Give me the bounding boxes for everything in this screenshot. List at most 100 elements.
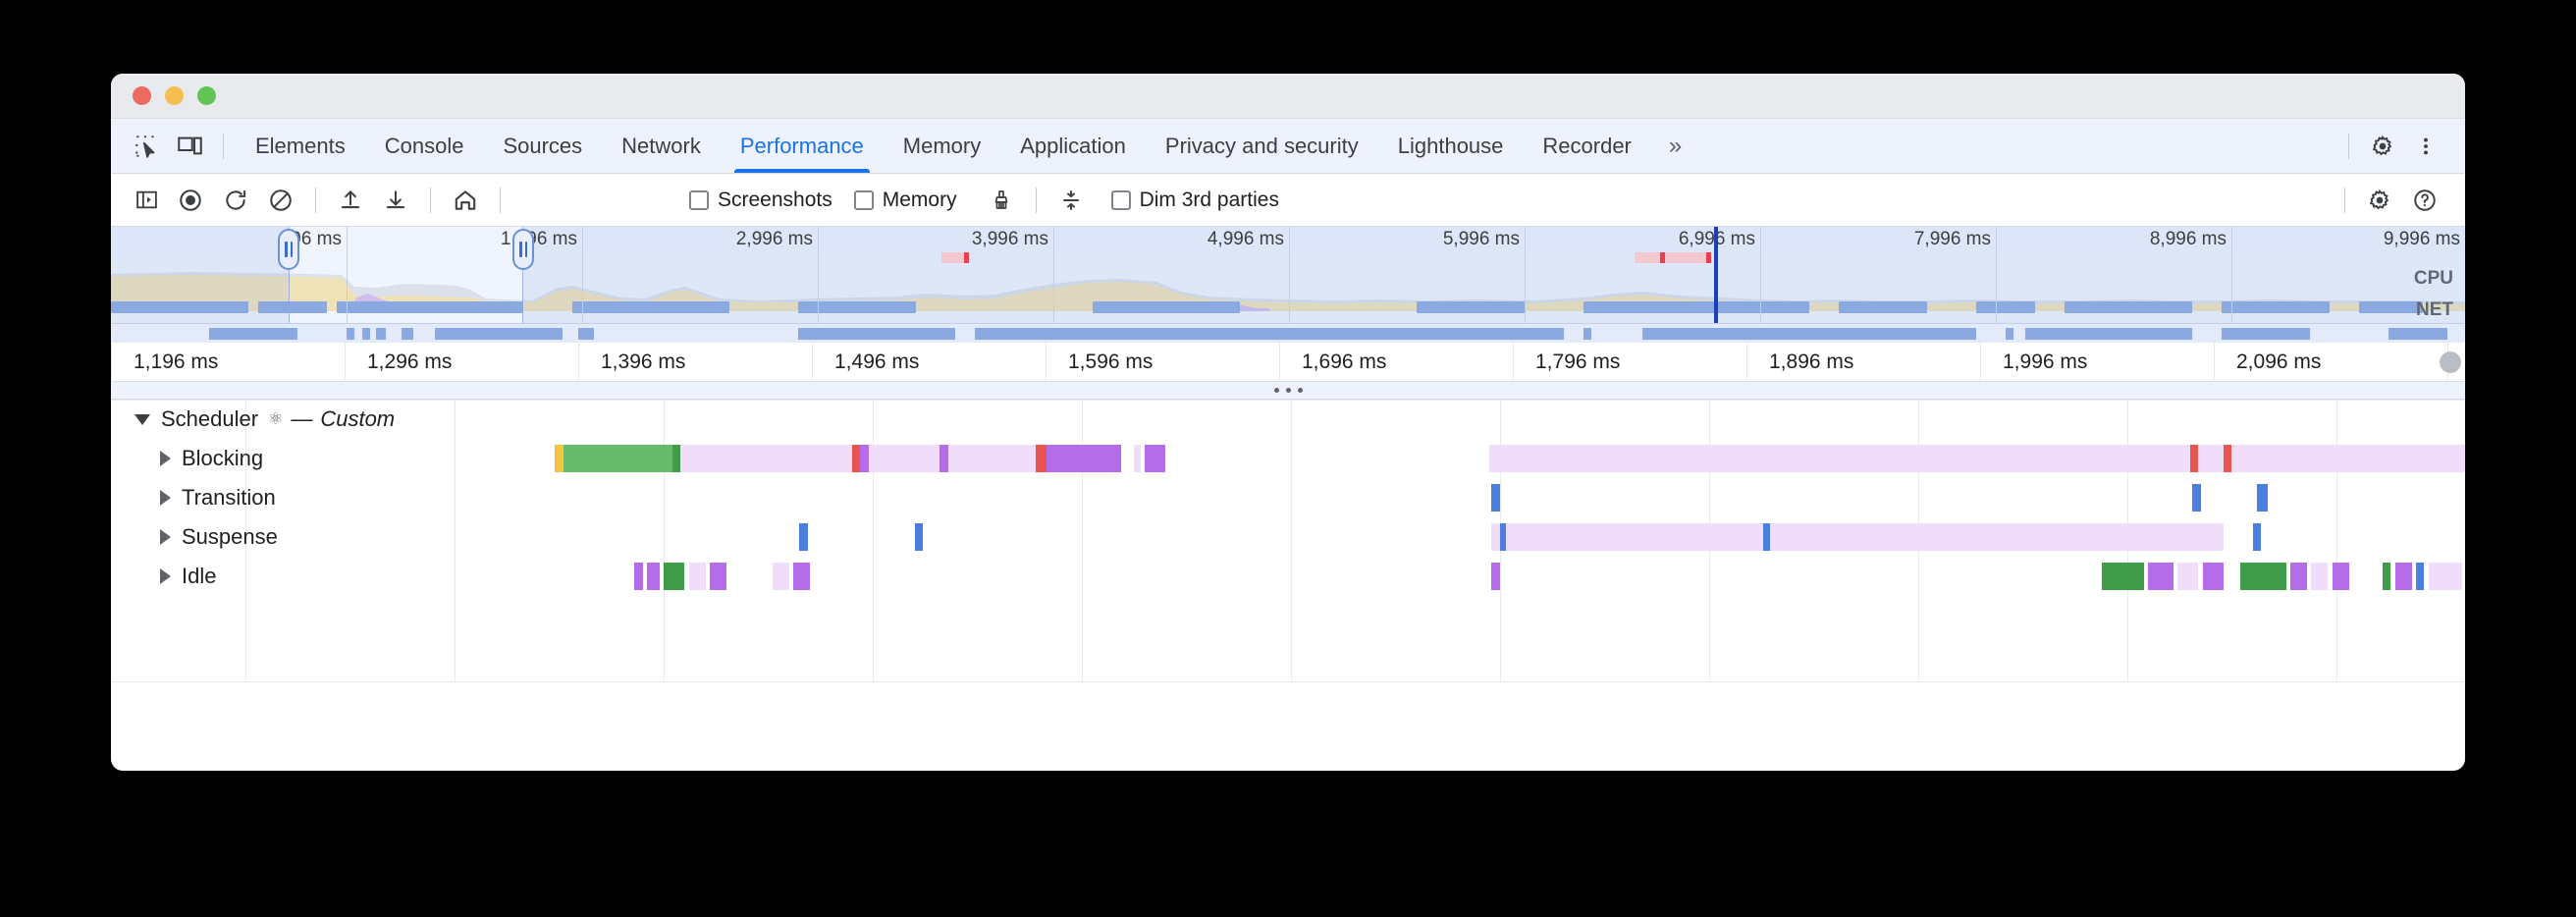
dim-3rd-parties-checkbox[interactable]: Dim 3rd parties	[1110, 189, 1279, 212]
flame-bar[interactable]	[1491, 484, 1500, 512]
flame-bar[interactable]	[2102, 563, 2145, 590]
flame-bar[interactable]	[688, 563, 706, 590]
timeline-scrollbar-thumb[interactable]	[2440, 351, 2461, 373]
suspense-row-label[interactable]: Suspense	[111, 517, 278, 557]
selection-handle-left[interactable]	[278, 229, 299, 270]
gear-icon[interactable]	[2361, 127, 2404, 166]
flame-bar[interactable]	[868, 445, 940, 472]
flame-bar[interactable]	[1491, 523, 2224, 551]
chevron-down-icon[interactable]	[134, 413, 150, 425]
flame-bar[interactable]	[2223, 445, 2232, 472]
sidebar-toggle-icon[interactable]	[125, 181, 168, 220]
flame-bar[interactable]	[2290, 563, 2308, 590]
inspect-element-icon[interactable]	[125, 127, 168, 166]
download-profile-icon[interactable]	[373, 181, 418, 220]
flame-bar[interactable]	[634, 563, 643, 590]
flame-bar[interactable]	[664, 563, 685, 590]
gear-icon[interactable]	[2357, 181, 2402, 220]
flame-bar[interactable]	[2257, 484, 2268, 512]
tab-privacy-and-security[interactable]: Privacy and security	[1164, 133, 1359, 158]
flame-bar[interactable]	[2252, 523, 2262, 551]
flame-bar[interactable]	[2394, 563, 2412, 590]
tab-memory[interactable]: Memory	[902, 133, 982, 158]
flame-bar[interactable]	[2332, 563, 2349, 590]
flame-bar[interactable]	[1144, 445, 1166, 472]
scheduler-group-label[interactable]: Scheduler ⚛ — Custom	[111, 400, 395, 439]
flame-bar[interactable]	[2382, 563, 2391, 590]
more-tabs-icon[interactable]: »	[1668, 132, 1683, 159]
flame-bar[interactable]	[1046, 445, 1068, 472]
flame-bar[interactable]	[2311, 563, 2329, 590]
selection-handle-right[interactable]	[512, 229, 534, 270]
kebab-menu-icon[interactable]	[2404, 127, 2447, 166]
flame-bar[interactable]	[2192, 484, 2201, 512]
flame-bar[interactable]	[709, 563, 726, 590]
chevron-right-icon[interactable]	[160, 529, 171, 545]
window-minimize-button[interactable]	[165, 86, 184, 105]
tab-network[interactable]: Network	[621, 133, 701, 158]
screenshots-checkbox[interactable]: Screenshots	[689, 189, 832, 212]
upload-profile-icon[interactable]	[328, 181, 373, 220]
help-icon[interactable]	[2402, 181, 2447, 220]
flame-bar[interactable]	[2202, 563, 2224, 590]
transition-row-label[interactable]: Transition	[111, 478, 276, 517]
flame-bar[interactable]	[1489, 445, 2465, 472]
flame-bar[interactable]	[680, 445, 789, 472]
flame-bar[interactable]	[2177, 563, 2199, 590]
flame-bar[interactable]	[671, 445, 681, 472]
flame-bar[interactable]	[772, 563, 789, 590]
flame-bar[interactable]	[1134, 445, 1141, 472]
clear-icon[interactable]	[258, 181, 303, 220]
tab-lighthouse[interactable]: Lighthouse	[1397, 133, 1504, 158]
idle-row-label[interactable]: Idle	[111, 557, 216, 596]
tab-recorder[interactable]: Recorder	[1542, 133, 1632, 158]
track-row-suspense[interactable]: Suspense	[111, 517, 2465, 557]
tab-sources[interactable]: Sources	[503, 133, 583, 158]
timeline-overview[interactable]: 996 ms 1,996 ms 2,996 ms 3,996 ms 4,996 …	[111, 227, 2465, 323]
flame-bar[interactable]	[2240, 563, 2286, 590]
flame-bar[interactable]	[2420, 445, 2431, 472]
track-row-blocking[interactable]: Blocking	[111, 439, 2465, 478]
tab-console[interactable]: Console	[384, 133, 464, 158]
flame-bar[interactable]	[1763, 523, 1770, 551]
tab-application[interactable]: Application	[1020, 133, 1126, 158]
detail-timeline-ruler[interactable]: 1,196 ms 1,296 ms 1,396 ms 1,496 ms 1,59…	[111, 343, 2465, 382]
collapse-tracks-icon[interactable]	[1048, 181, 1094, 220]
flame-bar[interactable]	[947, 445, 1037, 472]
flame-bar[interactable]	[914, 523, 924, 551]
chevron-right-icon[interactable]	[160, 568, 171, 584]
record-icon[interactable]	[168, 181, 213, 220]
flame-bar[interactable]	[860, 445, 869, 472]
flame-bar[interactable]	[1500, 523, 1507, 551]
flame-bar[interactable]	[2428, 563, 2462, 590]
tab-performance[interactable]: Performance	[721, 119, 884, 173]
window-close-button[interactable]	[133, 86, 151, 105]
tab-elements[interactable]: Elements	[255, 133, 346, 158]
track-row-idle[interactable]: Idle	[111, 557, 2465, 596]
memory-checkbox[interactable]: Memory	[853, 189, 957, 212]
flame-bar[interactable]	[1036, 445, 1046, 472]
flame-bar[interactable]	[646, 563, 660, 590]
flame-bar[interactable]	[793, 563, 811, 590]
flame-bar[interactable]	[2189, 445, 2199, 472]
flame-bar[interactable]	[563, 445, 672, 472]
chevron-right-icon[interactable]	[160, 490, 171, 506]
flame-bar[interactable]	[2415, 563, 2425, 590]
flame-bar[interactable]	[1491, 563, 1500, 590]
pane-resize-handle[interactable]	[111, 382, 2465, 400]
flame-bar[interactable]	[939, 445, 948, 472]
flame-bar[interactable]	[788, 445, 852, 472]
track-row-transition[interactable]: Transition	[111, 478, 2465, 517]
garbage-collect-icon[interactable]	[979, 181, 1024, 220]
blocking-row-label[interactable]: Blocking	[111, 439, 263, 478]
reload-and-record-icon[interactable]	[213, 181, 258, 220]
track-group-header[interactable]: Scheduler ⚛ — Custom	[111, 400, 2465, 439]
chevron-right-icon[interactable]	[160, 451, 171, 466]
flame-bar[interactable]	[1067, 445, 1122, 472]
flame-bar[interactable]	[851, 445, 861, 472]
flame-bar[interactable]	[799, 523, 808, 551]
flame-bar[interactable]	[2148, 563, 2174, 590]
home-icon[interactable]	[443, 181, 488, 220]
flame-bar[interactable]	[555, 445, 564, 472]
window-maximize-button[interactable]	[197, 86, 216, 105]
